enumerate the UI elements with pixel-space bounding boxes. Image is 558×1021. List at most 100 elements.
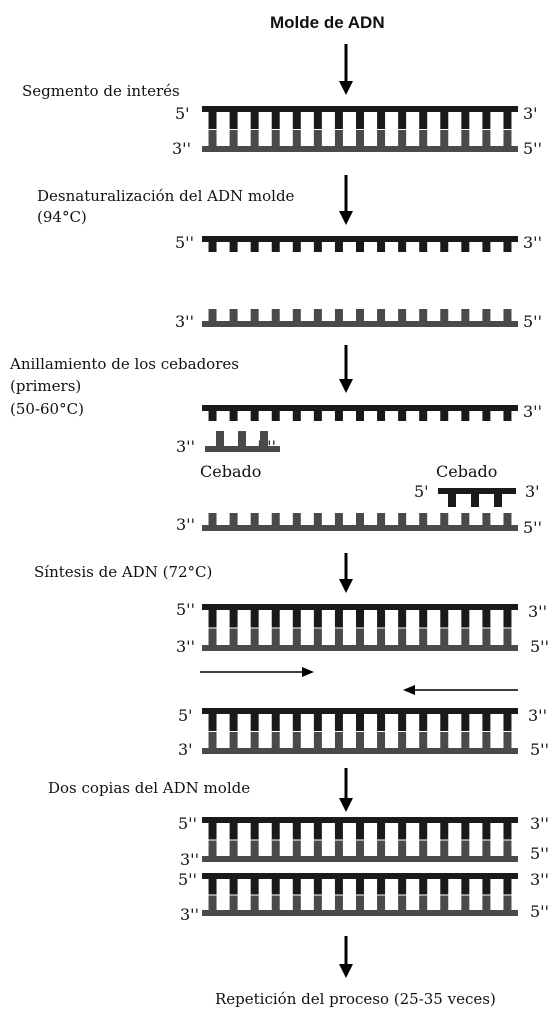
diagram-title: Molde de ADN: [270, 13, 385, 32]
dna-synthesis-1-bottom-backbone: [202, 645, 518, 651]
step-label-annealing-primers: (primers): [10, 377, 82, 395]
primer-left-tooth: [238, 431, 246, 447]
base-pair-upper: [440, 609, 449, 628]
base-pair-upper: [377, 878, 386, 895]
end-label-3: 3'': [528, 706, 547, 725]
base-pair-upper: [461, 609, 470, 628]
base-pair-upper: [334, 713, 343, 731]
base-pair-lower: [356, 840, 364, 857]
arrow-down-head: [339, 211, 353, 225]
arrow-down-head: [339, 964, 353, 978]
primer-label-left: Cebado: [200, 462, 262, 481]
base-pair-upper: [271, 111, 280, 129]
step-label-annealing-temp: (50-60°C): [10, 400, 84, 418]
base-pair-upper: [398, 822, 407, 840]
base-pair-lower: [229, 130, 238, 147]
base-tooth: [377, 309, 386, 322]
end-label-3: 3'': [523, 402, 542, 421]
base-tooth: [419, 309, 428, 322]
base-tooth: [440, 241, 449, 252]
end-label-3: 3'': [176, 637, 195, 656]
base-tooth: [229, 241, 238, 252]
base-tooth: [229, 513, 238, 526]
base-pair-lower: [461, 130, 470, 147]
base-pair-lower: [313, 130, 322, 147]
base-pair-lower: [271, 840, 280, 857]
base-tooth: [419, 241, 428, 252]
base-pair-lower: [250, 895, 259, 911]
primer-left-backbone: [205, 446, 280, 452]
base-tooth: [482, 241, 491, 252]
base-pair-lower: [419, 895, 428, 911]
base-pair-upper: [271, 822, 280, 840]
base-tooth: [271, 513, 280, 526]
base-pair-upper: [229, 609, 238, 628]
base-pair-lower: [398, 628, 407, 646]
base-tooth: [313, 410, 322, 421]
end-label-3: 3'': [176, 515, 195, 534]
base-tooth: [482, 513, 491, 526]
dna-segment-top-backbone: [202, 106, 518, 112]
base-pair-lower: [482, 895, 491, 911]
base-tooth: [250, 410, 259, 421]
base-tooth: [292, 410, 301, 421]
base-pair-lower: [419, 732, 428, 749]
base-tooth: [271, 309, 280, 322]
base-tooth: [334, 309, 343, 322]
base-pair-lower: [419, 840, 428, 857]
base-tooth: [482, 309, 491, 322]
end-label-3: 3'': [523, 233, 542, 252]
base-tooth: [377, 513, 386, 526]
base-tooth: [461, 241, 470, 252]
base-pair-upper: [313, 713, 322, 731]
base-pair-lower: [503, 895, 512, 911]
base-pair-lower: [271, 895, 280, 911]
base-pair-upper: [398, 111, 407, 129]
base-tooth: [292, 513, 301, 526]
end-label-5: 5'': [176, 600, 195, 619]
base-pair-upper: [461, 878, 470, 895]
base-pair-upper: [250, 822, 259, 840]
base-pair-lower: [334, 628, 343, 646]
base-tooth: [334, 410, 343, 421]
base-tooth: [356, 513, 364, 526]
arrow-down-head: [339, 379, 353, 393]
base-tooth: [440, 309, 449, 322]
base-pair-upper: [503, 713, 512, 731]
base-pair-upper: [334, 609, 343, 628]
base-pair-lower: [292, 895, 301, 911]
base-pair-lower: [334, 840, 343, 857]
base-tooth: [208, 309, 217, 322]
base-pair-upper: [461, 713, 470, 731]
base-pair-upper: [313, 822, 322, 840]
step-label-annealing: Anillamiento de los cebadores: [10, 355, 239, 373]
base-pair-upper: [292, 822, 301, 840]
end-label-3: 3'': [530, 870, 549, 889]
base-tooth: [208, 513, 217, 526]
base-pair-upper: [356, 111, 364, 129]
base-pair-upper: [250, 713, 259, 731]
base-tooth: [503, 241, 512, 252]
base-tooth: [229, 410, 238, 421]
base-pair-upper: [208, 822, 217, 840]
base-pair-upper: [419, 713, 428, 731]
base-pair-lower: [377, 628, 386, 646]
base-pair-lower: [292, 840, 301, 857]
dna-template-bottom: [202, 525, 518, 531]
base-pair-upper: [208, 609, 217, 628]
dna-copy-1-top-backbone: [202, 817, 518, 823]
end-label-5: 5'': [178, 814, 197, 833]
base-tooth: [356, 410, 364, 421]
end-label-3: 3'': [528, 602, 547, 621]
step-label-synthesis: Síntesis de ADN (72°C): [34, 563, 213, 581]
base-tooth: [377, 241, 386, 252]
base-tooth: [250, 513, 259, 526]
base-pair-upper: [482, 713, 491, 731]
end-label-5: 5'': [175, 233, 194, 252]
base-pair-upper: [356, 609, 364, 628]
end-label-3: 3': [178, 740, 193, 759]
base-pair-upper: [292, 878, 301, 895]
base-pair-lower: [440, 628, 449, 646]
base-pair-upper: [356, 822, 364, 840]
